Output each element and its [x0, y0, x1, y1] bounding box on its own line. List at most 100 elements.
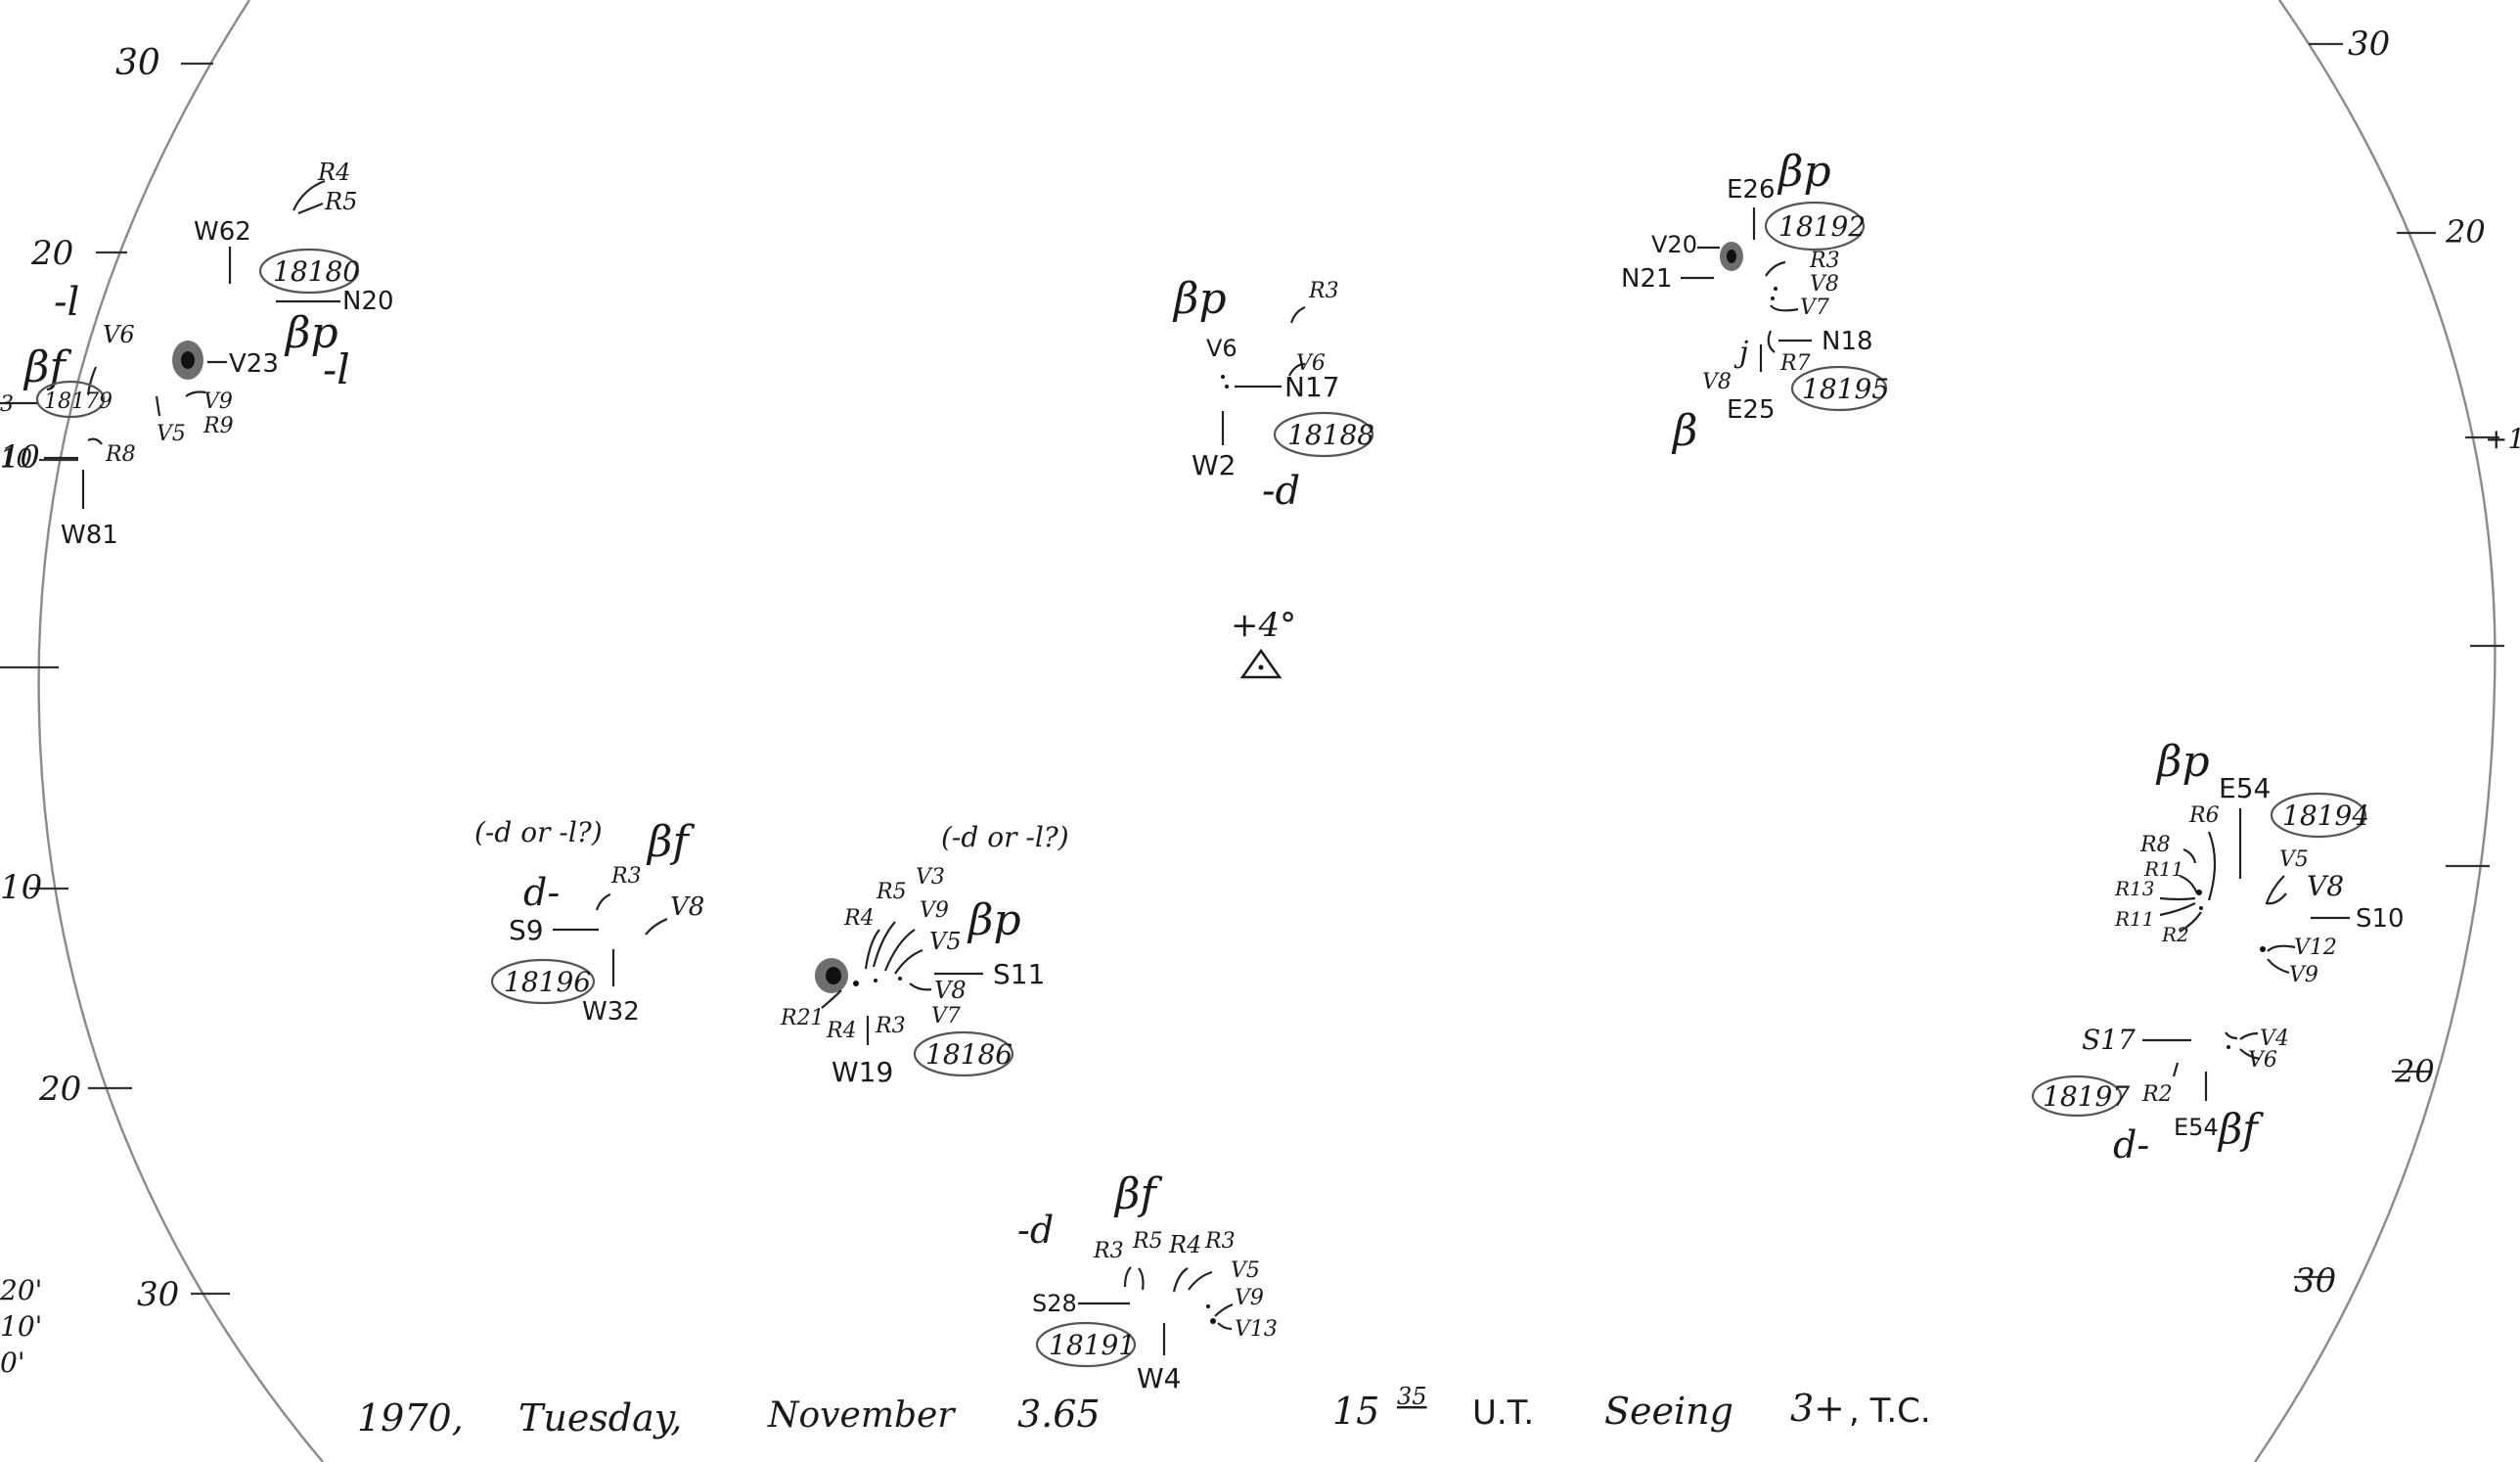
region-18196-label-S9: S9: [509, 914, 544, 946]
footer-day: 3.65: [1017, 1393, 1101, 1436]
triangle-icon: [1239, 648, 1282, 679]
region-18186-label-R4-b: R4: [826, 1019, 857, 1043]
region-18191-label-V13: V13: [1235, 1317, 1278, 1342]
center-marker-label: +4°: [1231, 606, 1296, 645]
footer-time-minute: 35: [1397, 1383, 1427, 1410]
region-18188-label-V6-b: V6: [1296, 351, 1326, 376]
region-18188-class: βp: [1172, 274, 1227, 324]
region-18194-label-V9: V9: [2289, 963, 2318, 987]
region-18195-label-E25: E25: [1727, 395, 1776, 425]
region-18194-label-E54: E54: [2219, 772, 2271, 804]
region-18186-class: βp: [967, 895, 1021, 945]
region-18188: βp R3 V6 V6 N17 18188 W2 -d: [1172, 274, 1374, 514]
region-18194-label-S10: S10: [2356, 904, 2405, 934]
region-18194-label-R8: R8: [2139, 833, 2171, 857]
region-18192-label-V8: V8: [1810, 272, 1839, 297]
region-18186-label-S11: S11: [993, 958, 1045, 990]
region-18180-label-R4: R4: [317, 159, 350, 186]
footer-time-hour: 15: [1332, 1390, 1379, 1433]
footer-seeing-value: 3+: [1790, 1387, 1845, 1430]
region-18179-label-V6: V6: [103, 321, 135, 348]
region-18191-label-W4: W4: [1137, 1362, 1182, 1394]
region-18195-label-V8: V8: [1702, 370, 1732, 394]
region-18179-magnetic: -l: [54, 280, 79, 325]
region-18192-number: 18192: [1778, 210, 1866, 243]
footer-year: 1970,: [357, 1396, 464, 1439]
region-18180-number: 18180: [273, 255, 360, 288]
region-18191: -d βf R3 R5 R4 R3 V5 V9 V13 S28 18191 W4: [1017, 1169, 1278, 1394]
region-18195-number: 18195: [1802, 373, 1889, 405]
right-label-30-bottom: 30: [2294, 1261, 2336, 1301]
left-label-20-top: 20: [30, 234, 73, 273]
region-18196-magnetic: d-: [523, 871, 560, 914]
region-18194-label-V5: V5: [2279, 847, 2309, 872]
region-18197-label-V6: V6: [2248, 1048, 2277, 1073]
region-18192-label-N21: N21: [1621, 264, 1673, 294]
footer-weekday: Tuesday,: [518, 1396, 682, 1439]
region-18186-label-V3: V3: [916, 865, 945, 890]
region-18188-label-V6-a: V6: [1206, 335, 1238, 362]
right-latitude-scale: 30 20 +1 20 30: [2294, 24, 2520, 1301]
region-18180-label-W62: W62: [194, 217, 251, 247]
region-18186-label-R21: R21: [780, 1006, 825, 1030]
region-18180-label-V9: V9: [203, 389, 233, 414]
region-18194-label-V8: V8: [2307, 870, 2344, 902]
left-label-30-top: 30: [115, 43, 160, 83]
region-18192-label-E26: E26: [1727, 175, 1776, 205]
region-18188-label-W2: W2: [1192, 449, 1237, 481]
region-18191-label-V5: V5: [1231, 1258, 1260, 1283]
footer-time-unit: U.T.: [1472, 1393, 1534, 1433]
region-18180-class: βp: [284, 308, 338, 358]
region-18194-label-V12: V12: [2294, 936, 2337, 960]
region-18196-label-R3: R3: [610, 864, 642, 889]
region-18196-note: (-d or -l?): [474, 816, 603, 848]
left-corner-label-20: 20': [0, 1274, 42, 1306]
region-18186-label-V5: V5: [929, 928, 962, 955]
region-18197-label-E54: E54: [2174, 1114, 2219, 1141]
region-18192-label-R3: R3: [1809, 249, 1840, 273]
right-label-20-bottom: 20: [2394, 1053, 2435, 1090]
region-18186-label-R5: R5: [876, 880, 907, 904]
region-18186-label-R4: R4: [843, 906, 875, 931]
region-18180-label-R9: R9: [202, 414, 234, 438]
region-18192-label-V20: V20: [1651, 231, 1697, 258]
region-18191-label-R5: R5: [1132, 1229, 1163, 1254]
region-18197-label-V4: V4: [2260, 1027, 2289, 1051]
region-18180-label-V23: V23: [229, 349, 279, 379]
region-18196-number: 18196: [504, 966, 591, 998]
region-18196-label-W32: W32: [582, 997, 640, 1027]
region-18186-label-R3: R3: [875, 1014, 906, 1038]
region-18192: E26 βp 18192 V20 N21 R3 V8 V7: [1621, 147, 1866, 320]
region-18186-label-V8: V8: [934, 977, 967, 1004]
footer-observer: , T.C.: [1849, 1392, 1931, 1431]
region-18196-class: βf: [646, 817, 695, 867]
left-label-10-bottom: 10: [0, 868, 42, 907]
region-18180-label-V5: V5: [157, 422, 186, 446]
region-18188-label-R3: R3: [1308, 279, 1339, 303]
region-18186-label-W19: W19: [832, 1056, 893, 1088]
region-18179-label-R8: R8: [105, 442, 136, 467]
region-18180-label-N20: N20: [342, 287, 394, 316]
region-18192-label-V7: V7: [1800, 296, 1829, 320]
left-latitude-scale: 30 20 10 10 20 30 20' 10' 0': [0, 43, 230, 1379]
region-18186: (-d or -l?) R4 R5 V3 V9 V5 βp S11 V8 V7 …: [780, 821, 1069, 1088]
center-marker: +4°: [1231, 606, 1296, 679]
region-18195-label-R7: R7: [1779, 351, 1811, 376]
region-18191-label-R3-b: R3: [1204, 1229, 1236, 1254]
solar-limb: [37, 0, 2497, 1462]
region-18197: S17 V4 V6 18197 R2 d- E54 βf: [2031, 1024, 2289, 1166]
region-18197-label-S17: S17: [2082, 1024, 2136, 1056]
left-label-20-bottom: 20: [38, 1070, 81, 1109]
observation-footer: 1970, Tuesday, November 3.65 15 35 U.T. …: [357, 1383, 1931, 1439]
region-18194-label-R11-b: R11: [2114, 907, 2155, 931]
region-18197-magnetic: d-: [2113, 1123, 2149, 1166]
left-corner-label-0: 0': [0, 1347, 25, 1379]
region-18179: -l V6 βf 18179 3 10 R8 W81: [0, 280, 136, 550]
region-18188-label-N17: N17: [1284, 371, 1340, 403]
region-18197-number: 18197: [2043, 1080, 2130, 1113]
left-corner-label-10: 10': [0, 1310, 42, 1343]
right-label-20-top: 20: [2445, 213, 2486, 251]
region-18186-label-V9: V9: [920, 898, 949, 923]
region-18180: R4 R5 W62 18180 N20 βp -l V23 V9 R9 V5: [155, 159, 394, 446]
region-18197-class: βf: [2217, 1105, 2264, 1153]
